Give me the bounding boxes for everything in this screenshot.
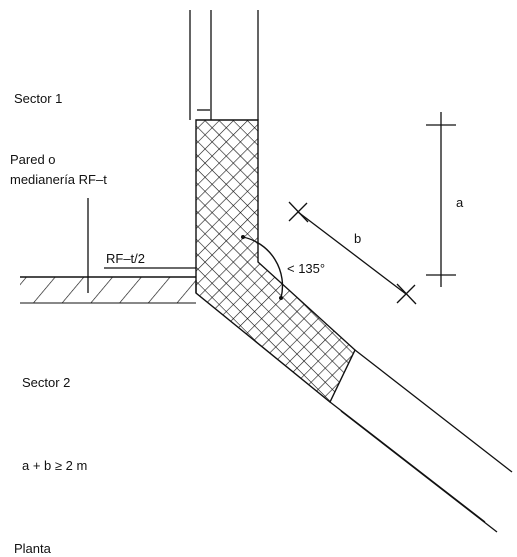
- rf-half-label: RF–t/2: [106, 251, 146, 266]
- formula-label: a + b ≥ 2 m: [22, 458, 88, 473]
- angle-arc: [242, 236, 284, 299]
- sector-1-label: Sector 1: [14, 91, 63, 106]
- angle-label: < 135°: [287, 261, 326, 276]
- pared-label-line2: medianería RF–t: [10, 172, 107, 187]
- angle-arc-end-dot: [279, 296, 283, 300]
- dimension-a: [426, 112, 456, 287]
- dimension-a-label: a: [456, 195, 464, 210]
- dimension-b-label: b: [354, 231, 362, 246]
- dimension-b: [288, 201, 417, 305]
- planta-label: Planta: [14, 541, 51, 556]
- sector-2-label: Sector 2: [22, 375, 71, 390]
- vertical-wall: [189, 10, 259, 120]
- diagonal-wall: [329, 349, 513, 533]
- horizontal-wall-rf-half: [20, 276, 196, 304]
- angle-arc-start-dot: [241, 235, 245, 239]
- pared-label-line1: Pared o: [10, 152, 56, 167]
